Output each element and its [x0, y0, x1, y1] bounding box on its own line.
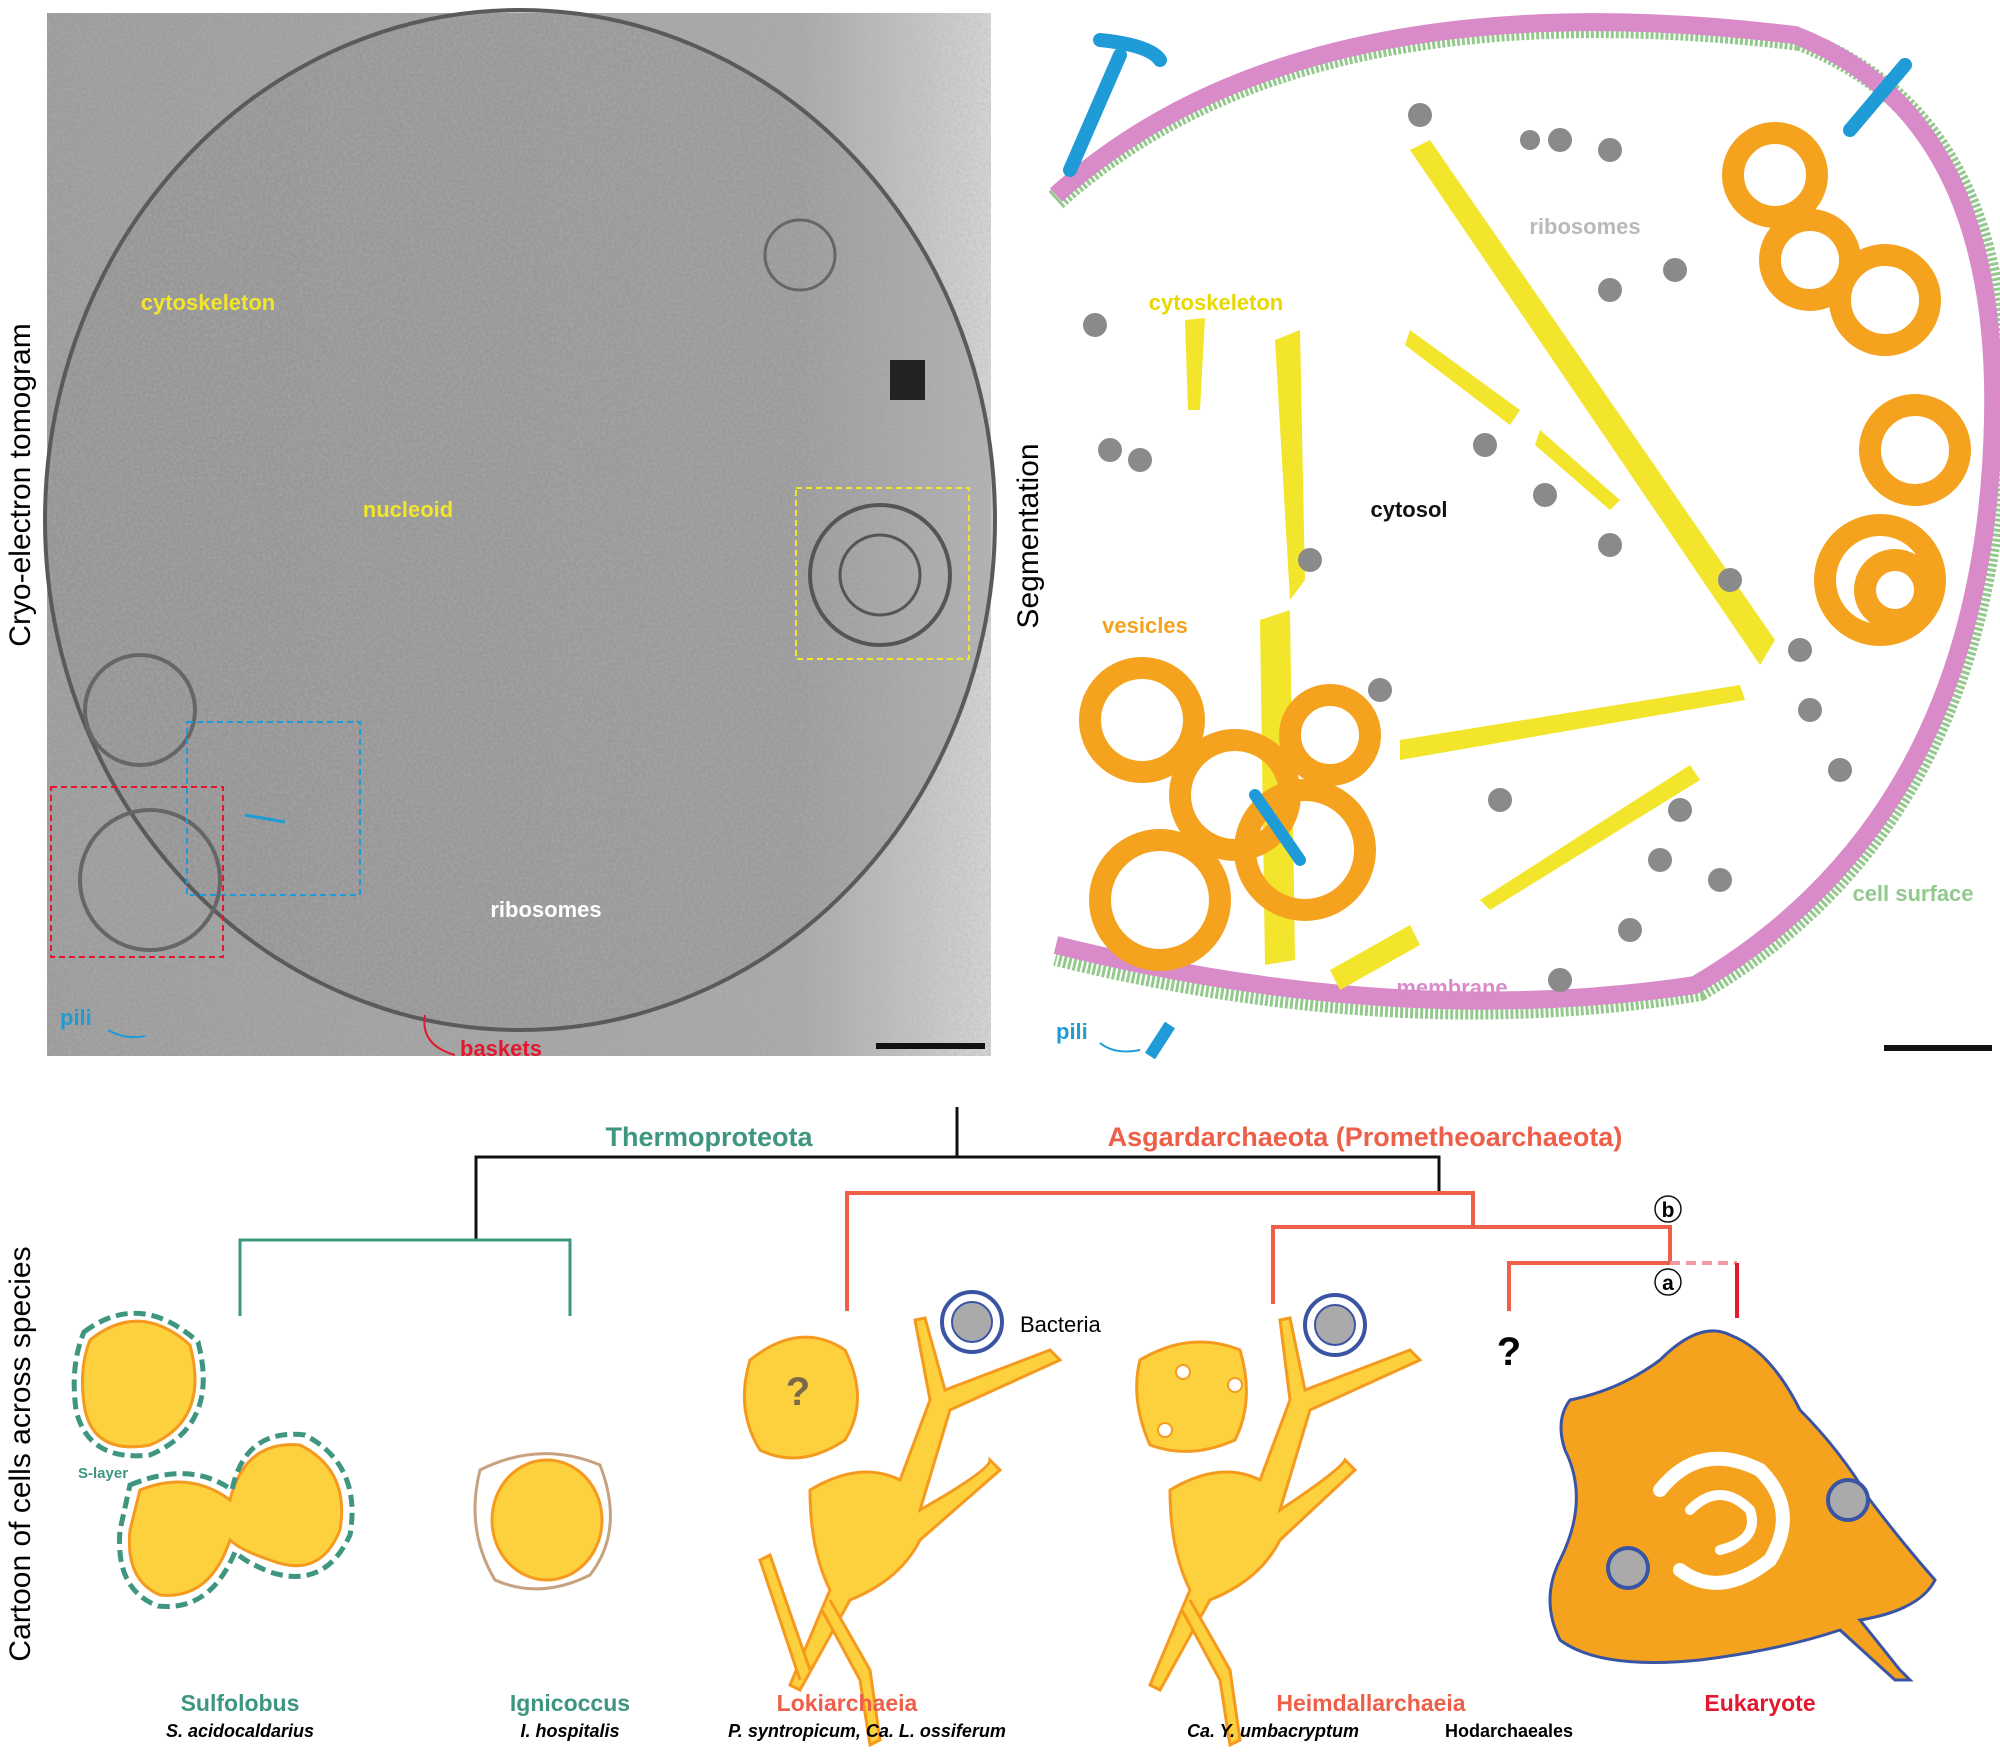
dense-particle [890, 360, 925, 400]
taxon-heimdallarchaeia: Heimdallarchaeia [1276, 1690, 1465, 1716]
seg-label-ribosomes: ribosomes [1529, 214, 1640, 239]
label-cytoskeleton: cytoskeleton [141, 290, 276, 315]
species-sulfolobus: S. acidocaldarius [166, 1721, 314, 1741]
label-pili: pili [60, 1005, 92, 1030]
sulfolobus-cell [71, 1310, 355, 1610]
s-layer-label: S-layer [78, 1465, 128, 1482]
label-ribosomes: ribosomes [490, 897, 601, 922]
seg-label-cell-surface: cell surface [1852, 881, 1973, 906]
species-ignicoccus: I. hospitalis [520, 1721, 619, 1741]
taxon-eukaryote: Eukaryote [1704, 1690, 1815, 1716]
pili-arrow-icon [107, 1029, 146, 1039]
taxon-ignicoccus: Ignicoccus [510, 1690, 630, 1716]
seg-label-vesicles: vesicles [1102, 613, 1188, 638]
lokiarchaeia-cell: ? [742, 1290, 1063, 1748]
segmentation-side-label: Segmentation [1012, 443, 1045, 628]
seg-label-cytoskeleton: cytoskeleton [1149, 290, 1284, 315]
node-b-badge [1654, 1195, 1682, 1223]
clade-asgardarchaeota: Asgardarchaeota (Prometheoarchaeota) [1108, 1122, 1623, 1152]
segmentation-panel: ribosomes cytoskeleton cytosol vesicles … [1012, 13, 2000, 1060]
heimdallarchaeia-cell [1135, 1293, 1423, 1748]
clade-thermoproteota: Thermoproteota [605, 1122, 813, 1152]
ignicoccus-cell [473, 1452, 612, 1591]
species-hodarchaeales: Hodarchaeales [1445, 1721, 1573, 1741]
eukaryote-cell [1548, 1329, 1937, 1682]
phylogenetic-tree [238, 1107, 1739, 1318]
taxon-sulfolobus: Sulfolobus [181, 1690, 300, 1716]
seg-label-cytosol: cytosol [1370, 497, 1447, 522]
seg-scale-bar [1884, 1045, 1992, 1051]
segmentation-ribosomes [1083, 103, 1852, 992]
scale-bar [876, 1043, 985, 1049]
seg-label-membrane: membrane [1396, 975, 1507, 1000]
node-a-badge [1654, 1268, 1682, 1296]
taxon-lokiarchaeia: Lokiarchaeia [777, 1690, 918, 1716]
node-b-label: b [1662, 1199, 1675, 1222]
species-lokiarchaeia: P. syntropicum, Ca. L. ossiferum [728, 1721, 1006, 1741]
segmentation-cytoskeleton [1185, 140, 1775, 990]
label-baskets: baskets [460, 1036, 542, 1061]
segmentation-vesicles [1079, 122, 1971, 971]
baskets-arrow-icon [423, 1014, 456, 1056]
unknown-marker-hodarchaeales: ? [1497, 1330, 1521, 1374]
species-heimdallarchaeia: Ca. Y. umbacryptum [1187, 1721, 1359, 1741]
cartoon-side-label: Cartoon of cells across species [4, 1246, 37, 1661]
bacteria-label: Bacteria [1020, 1312, 1101, 1337]
blue-roi-box [186, 721, 361, 896]
yellow-roi-box [795, 487, 970, 660]
label-nucleoid: nucleoid [363, 497, 453, 522]
pili-marker-arrow [244, 813, 286, 824]
cartoon-panel: Cartoon of cells across species Thermopr… [4, 1107, 1937, 1748]
tomogram-side-label: Cryo-electron tomogram [4, 323, 37, 646]
node-a-label: a [1662, 1272, 1674, 1295]
seg-label-pili: pili [1056, 1019, 1088, 1044]
red-roi-box [50, 786, 224, 958]
unknown-marker-loki: ? [786, 1370, 810, 1414]
seg-pili-arrow-icon [1099, 1042, 1141, 1053]
tomogram-panel: cytoskeleton nucleoid ribosomes pili bas… [4, 8, 997, 1061]
